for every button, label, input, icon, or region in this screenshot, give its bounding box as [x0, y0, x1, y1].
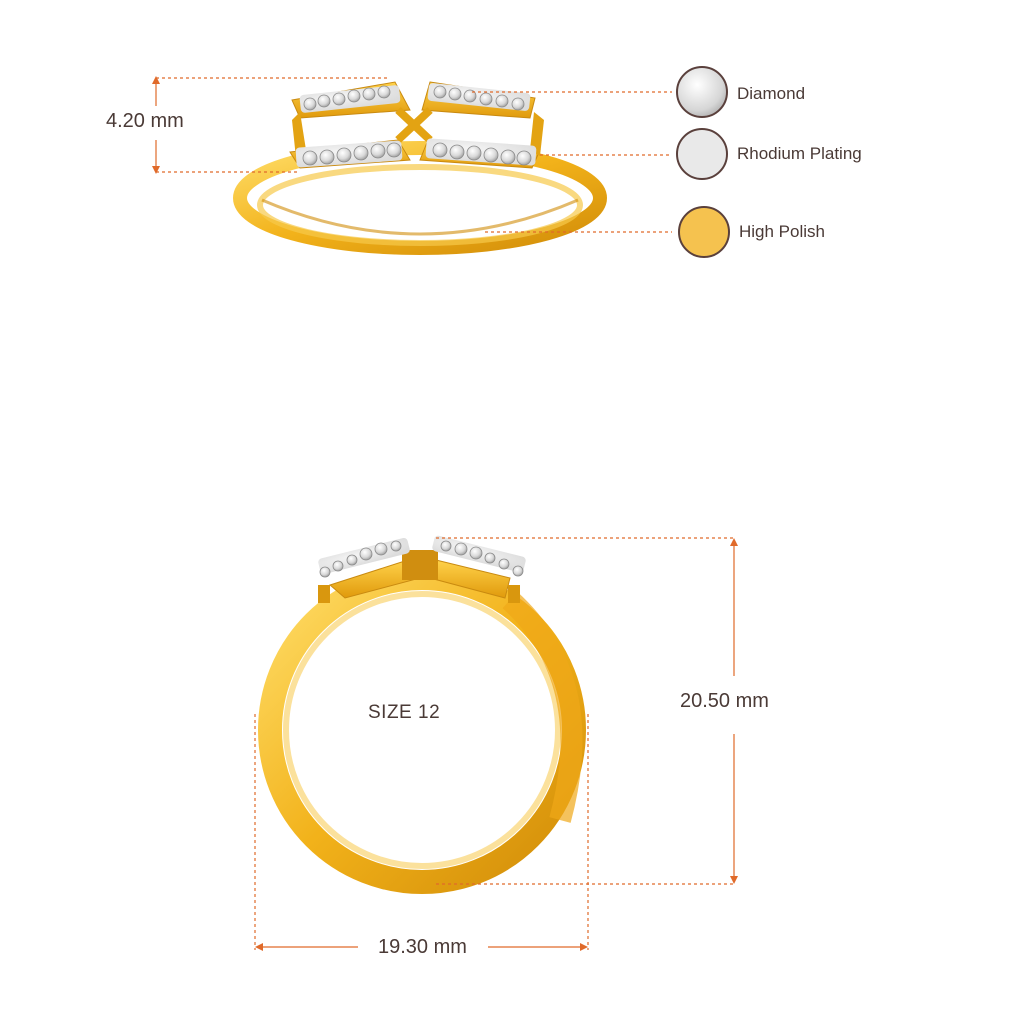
width-dimension-label: 19.30 mm	[378, 936, 467, 958]
dimension-lines	[152, 76, 738, 951]
ring-size-label: SIZE 12	[368, 702, 441, 723]
ring-front-view	[233, 81, 607, 255]
diamond-icon	[676, 66, 728, 118]
gold-swatch-icon	[678, 206, 730, 258]
height-dimension-label: 4.20 mm	[106, 110, 184, 132]
ring-side-view	[258, 535, 586, 894]
legend-label-rhodium: Rhodium Plating	[737, 144, 862, 163]
rhodium-swatch-icon	[676, 128, 728, 180]
outer-dimension-label: 20.50 mm	[680, 690, 769, 712]
legend-label-diamond: Diamond	[737, 84, 806, 103]
legend-label-high-polish: High Polish	[739, 222, 825, 241]
